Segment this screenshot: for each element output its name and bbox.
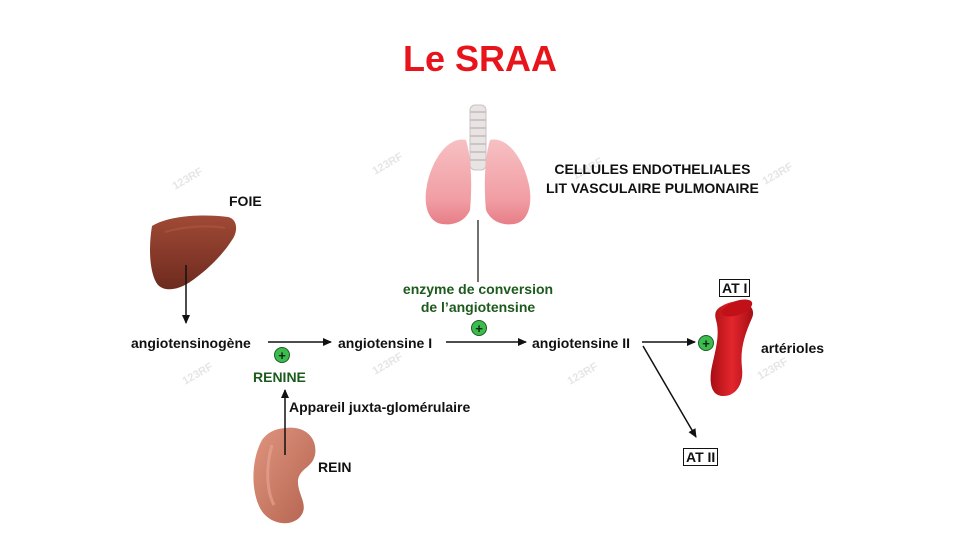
rein-label: REIN [318,459,352,475]
lung-label-line1: CELLULES ENDOTHELIALES [554,161,751,177]
lung-label-line2: LIT VASCULAIRE PULMONAIRE [546,180,759,196]
svg-text:123RF: 123RF [566,361,601,388]
svg-text:123RF: 123RF [756,356,791,383]
renine-label: RENINE [253,369,306,385]
juxta-glomerular-label: Appareil juxta-glomérulaire [289,399,471,415]
svg-text:123RF: 123RF [181,361,216,388]
svg-text:123RF: 123RF [761,161,796,188]
renine-plus-icon: + [274,347,290,363]
svg-text:123RF: 123RF [171,166,206,193]
arterioles-label: artérioles [761,340,825,356]
arteriole-illustration [710,301,754,397]
page-title: Le SRAA [402,38,558,79]
at1-receptor-box: AT I [719,279,751,297]
lungs-illustration [425,104,531,225]
liver-illustration [150,215,237,290]
eca-label-line2: de l’angiotensine [420,299,536,315]
angiotensinogen-label: angiotensinogène [131,335,251,351]
lung-label: CELLULES ENDOTHELIALES LIT VASCULAIRE PU… [546,160,759,198]
angiotensin2-to-at2-arrow [642,345,697,438]
at1-plus-icon: + [698,335,714,351]
eca-label: enzyme de conversion de l’angiotensine [390,280,566,316]
svg-text:123RF: 123RF [371,151,406,178]
angiotensin2-label: angiotensine II [532,335,631,351]
at2-receptor-box: AT II [683,448,719,466]
svg-text:123RF: 123RF [371,351,406,378]
foie-label: FOIE [229,193,262,209]
eca-plus-icon: + [471,320,487,336]
eca-label-line1: enzyme de conversion [402,281,554,297]
angiotensin1-label: angiotensine I [338,335,433,351]
